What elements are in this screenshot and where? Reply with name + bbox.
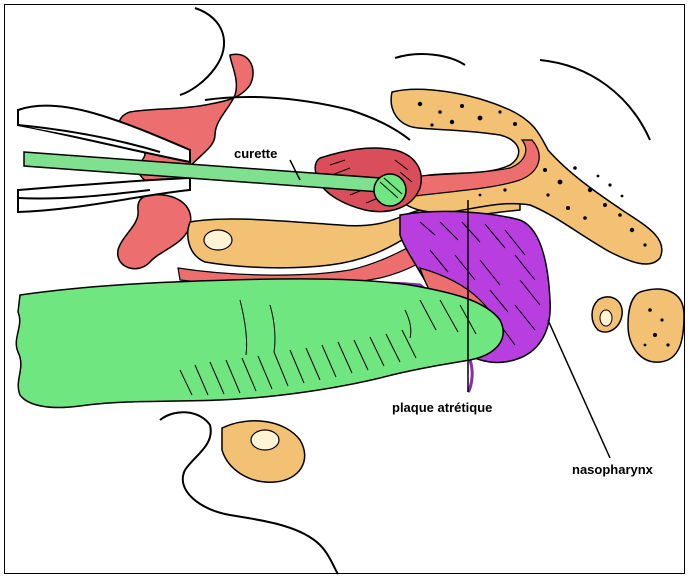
vertebra-large: [628, 289, 684, 362]
label-curette: curette: [234, 146, 277, 161]
tongue: [16, 279, 503, 408]
hyoid-bone-hollow: [251, 430, 279, 450]
vertebra-small-hollow: [600, 310, 612, 326]
label-nasopharynx: nasopharynx: [572, 462, 654, 477]
lower-mucosa-blob: [118, 195, 191, 269]
palate-bone-hollow: [204, 230, 232, 250]
label-plaque-atretique: plaque atrétique: [392, 400, 492, 415]
